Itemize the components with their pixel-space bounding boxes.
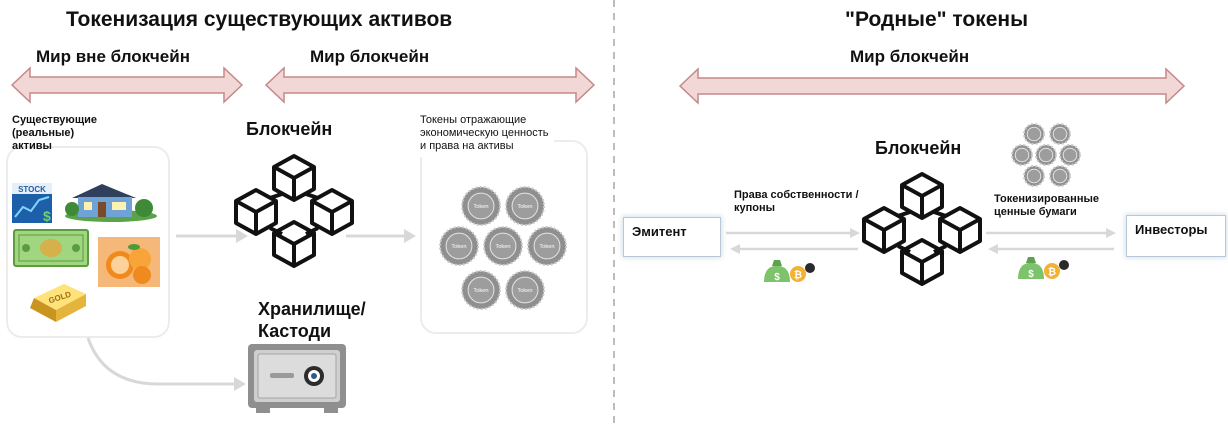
assets-label: Существующие (реальные) активы [12, 114, 97, 152]
blockchain-icon-right [862, 172, 982, 286]
tokenized-label: Токенизированные ценные бумаги [994, 193, 1099, 218]
svg-text:₿: ₿ [1048, 266, 1056, 278]
token-coin: Token [505, 186, 545, 226]
security-token-coin [1035, 144, 1057, 166]
right-title: "Родные" токены [845, 8, 1029, 31]
arrowhead-blockchain-to-investors [1106, 228, 1116, 238]
label-world-on-chain-left: Мир блокчейн [310, 47, 430, 66]
svg-text:$: $ [1028, 269, 1034, 280]
svg-text:Token: Token [473, 204, 488, 210]
storage-label: Хранилище/ Кастоди [258, 299, 366, 341]
blockchain-icon-left [234, 154, 354, 268]
svg-text:$: $ [774, 272, 780, 283]
security-token-coin [1049, 165, 1071, 187]
token-coin: Token [439, 226, 479, 266]
left-title: Токенизация существующих активов [66, 8, 453, 31]
token-coin: Token [483, 226, 523, 266]
stock-chart-icon: STOCK $ [12, 183, 52, 224]
house-icon [65, 184, 157, 222]
svg-text:Token: Token [473, 288, 488, 294]
arrowhead-issuer-to-blockchain [850, 228, 860, 238]
security-token-coin [1023, 165, 1045, 187]
security-token-coin [1059, 144, 1081, 166]
tokens-label: Токены отражающие экономическую ценность… [414, 112, 554, 157]
token-coin: Token [527, 226, 567, 266]
svg-text:Token: Token [495, 244, 510, 250]
security-token-coin [1049, 123, 1071, 145]
arrowhead-blockchain-to-issuer [730, 244, 740, 254]
svg-text:Token: Token [517, 288, 532, 294]
label-world-on-chain-right: Мир блокчейн [850, 47, 970, 66]
security-token-coin [1023, 123, 1045, 145]
payment-icon-investors: $ ₿ [1018, 257, 1069, 280]
label-world-off-chain: Мир вне блокчейн [36, 47, 190, 66]
stock-text: STOCK [18, 185, 46, 194]
svg-text:Token: Token [539, 244, 554, 250]
svg-text:Token: Token [451, 244, 466, 250]
token-coin: Token [461, 186, 501, 226]
issuer-box[interactable]: Эмитент [624, 218, 720, 256]
svg-text:$: $ [43, 208, 51, 224]
safe-icon [248, 344, 346, 413]
token-coin: Token [505, 270, 545, 310]
security-token-coin [1011, 144, 1033, 166]
svg-text:₿: ₿ [794, 269, 802, 281]
svg-text:Token: Token [517, 204, 532, 210]
investors-box[interactable]: Инвесторы [1127, 216, 1225, 256]
token-coin: Token [461, 270, 501, 310]
gold-bar-icon: GOLD [30, 284, 86, 322]
rights-label: Права собственности / купоны [734, 189, 859, 214]
arrowhead-investors-to-blockchain [988, 244, 998, 254]
right-blockchain-label: Блокчейн [875, 138, 962, 158]
payment-icon-issuer: $ ₿ [764, 260, 815, 283]
money-icon [13, 229, 89, 267]
left-blockchain-label: Блокчейн [246, 119, 333, 139]
orange-icon [98, 237, 160, 287]
